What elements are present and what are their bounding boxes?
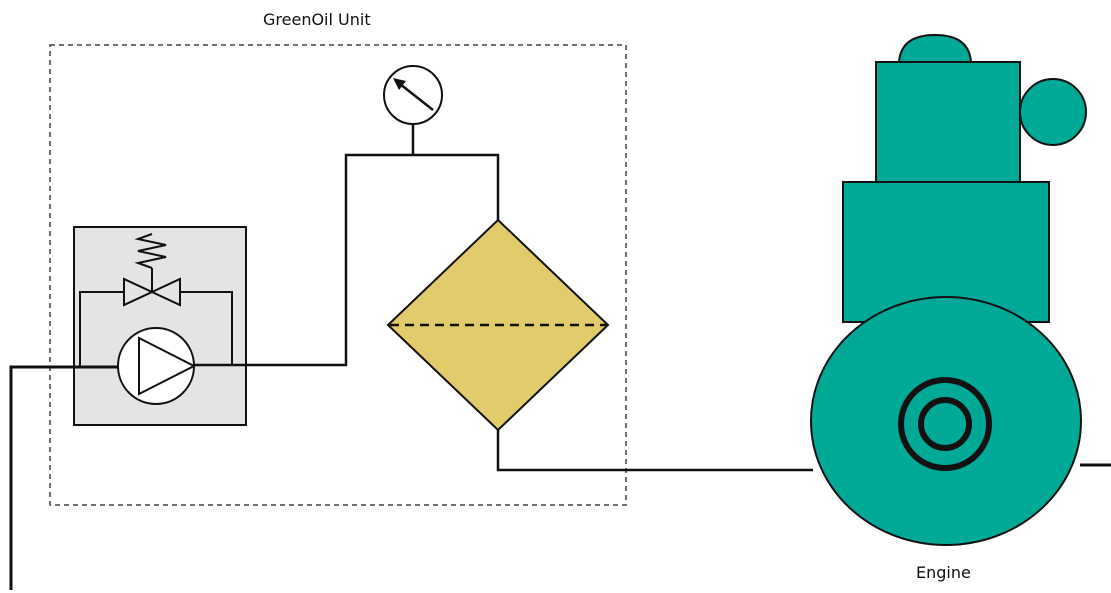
engine-label: Engine [916,563,971,582]
engine [810,33,1111,546]
discharge-line [194,153,500,367]
greenoil-unit-boundary [49,44,627,506]
engine-flywheel [810,296,1082,546]
engine-shaft-outer-ring [898,377,992,471]
bypass-line [79,291,124,367]
engine-side-cylinder [1019,78,1087,146]
spring-icon [134,233,167,269]
filter-icon [386,218,610,432]
engine-upper-block [875,61,1021,186]
greenoil-unit-label: GreenOil Unit [263,10,371,29]
bypass-line-return [180,291,233,365]
inlet-line [9,365,118,590]
pressure-gauge-icon [383,65,443,125]
relief-valve-icon [123,268,181,307]
engine-cap [897,33,973,63]
outlet-line [496,430,813,472]
pump-icon [117,327,197,405]
engine-shaft-inner-ring [918,397,972,451]
